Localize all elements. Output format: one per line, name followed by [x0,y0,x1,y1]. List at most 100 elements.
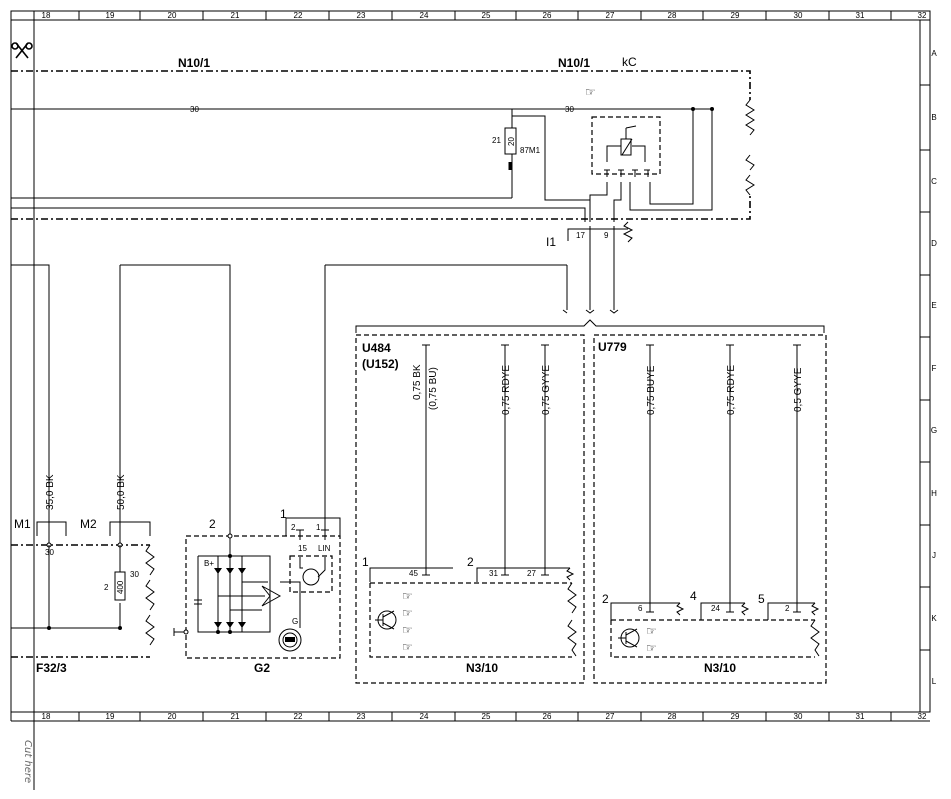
row-label: F [932,364,937,373]
pin-2-g2-label: 2 [209,517,216,531]
group-bracket [355,319,825,333]
row-label: B [931,113,936,122]
row-label: C [931,177,937,186]
n3-10-left-label: N3/10 [466,661,498,675]
wire-075bu-label: (0,75 BU) [428,367,439,410]
col-label: 31 [856,11,865,20]
row-label: L [932,677,937,686]
col-label: 19 [106,712,115,721]
wire-075bk-label: 0,75 BK [412,364,423,400]
row-label: H [931,489,937,498]
col-label: 25 [482,11,491,20]
pin-2-n3-label: 2 [467,555,474,569]
fuse-20 [504,127,517,155]
pin-2-u779-label: 2 [602,592,609,606]
pin-30-m1-label: 30 [45,548,54,557]
n3-10-right-label: N3/10 [704,661,736,675]
u779-label: U779 [598,340,627,354]
pin-20-label: 20 [507,137,516,146]
pin-1-n3-label: 1 [362,555,369,569]
row-label: D [931,239,937,248]
pin-15-label: 15 [298,544,307,553]
junction-dot [47,626,51,630]
col-label: 21 [231,712,240,721]
grid-columns-top: 18 19 20 21 22 23 24 25 26 27 28 29 30 3… [42,11,927,20]
col-label: 18 [42,11,51,20]
col-label: 29 [731,712,740,721]
pin-1-g2-label: 1 [280,507,287,521]
upper-wires [11,264,567,545]
pointing-hand-icon: ☞ [646,624,657,638]
col-label: 26 [543,712,552,721]
pin-30-label: 30 [190,105,199,114]
pin-1-g2-inner-label: 1 [316,523,321,532]
col-label: 22 [294,712,303,721]
col-label: 23 [357,11,366,20]
row-label: G [931,426,937,435]
f32-3-label: F32/3 [36,661,67,675]
i1-connector: 17 9 I1 [546,221,634,314]
col-label: 24 [420,11,429,20]
scissors-icon [11,42,33,59]
diode-icon [214,568,246,628]
u484-module: U484 (U152) 0,75 BK (0,75 BU) 0,75 RDYE … [355,334,585,684]
grid-rows: A B C D E F G H J K L [931,49,937,686]
pin-24-label: 24 [711,604,720,613]
pin-31-label: 31 [489,569,498,578]
col-label: 28 [668,11,677,20]
col-label: 28 [668,712,677,721]
pin-2-last-label: 2 [785,604,790,613]
pin-5-label: 5 [758,592,765,606]
col-label: 32 [918,712,927,721]
pin-6-label: 6 [638,604,643,613]
col-label: 25 [482,712,491,721]
pin-27-label: 27 [527,569,536,578]
pointing-hand-icon: ☞ [402,623,413,637]
transistor-icon [302,568,320,586]
col-label: 21 [231,11,240,20]
n10-1-module: N10/1 N10/1 kC 30 30 ☞ 20 21 87M1 [11,55,755,222]
col-label: 30 [794,712,803,721]
junction-dot [228,554,232,558]
col-label: 30 [794,11,803,20]
g2-label: G2 [254,661,270,675]
pin-45-label: 45 [409,569,418,578]
relay-box [591,116,661,175]
pin-17-label: 17 [576,231,585,240]
n10-1-left-label: N10/1 [178,56,210,70]
stator-winding-icon [261,585,282,607]
pin-400-label: 400 [116,580,125,594]
wire-50bk-label: 50,0 BK [116,474,127,510]
i1-label: I1 [546,235,556,249]
junction-dot [228,630,232,634]
drawing-frame [10,10,931,790]
m2-label: M2 [80,517,97,531]
pin-g-label: G [292,617,298,626]
col-label: 18 [42,712,51,721]
col-label: 24 [420,712,429,721]
col-label: 26 [543,11,552,20]
pointing-hand-icon: ☞ [646,641,657,655]
pointing-hand-icon: ☞ [585,85,596,99]
pin-lin-label: LIN [318,544,331,553]
wire-075rdye-label: 0,75 RDYE [501,365,512,415]
col-label: 19 [106,11,115,20]
generator-icon [278,628,302,652]
relay-coil [620,138,632,156]
wire-075gyye-label: 0,75 GYYE [541,365,552,415]
g2-alternator: G2 2 1 2 1 15 LIN B+ G [173,507,341,675]
pin-30-label: 30 [565,105,574,114]
wire-075rdye-label: 0,75 RDYE [726,365,737,415]
pin-21-label: 21 [492,136,501,145]
col-label: 27 [606,712,615,721]
terminal [227,533,233,539]
pin-2-resistor-label: 2 [104,583,109,592]
u484-label: U484 [362,341,391,355]
fuse-400 [114,571,126,601]
col-label: 23 [357,712,366,721]
m1-label: M1 [14,517,31,531]
row-label: A [931,49,937,58]
col-label: 32 [918,11,927,20]
terminal [183,629,189,635]
